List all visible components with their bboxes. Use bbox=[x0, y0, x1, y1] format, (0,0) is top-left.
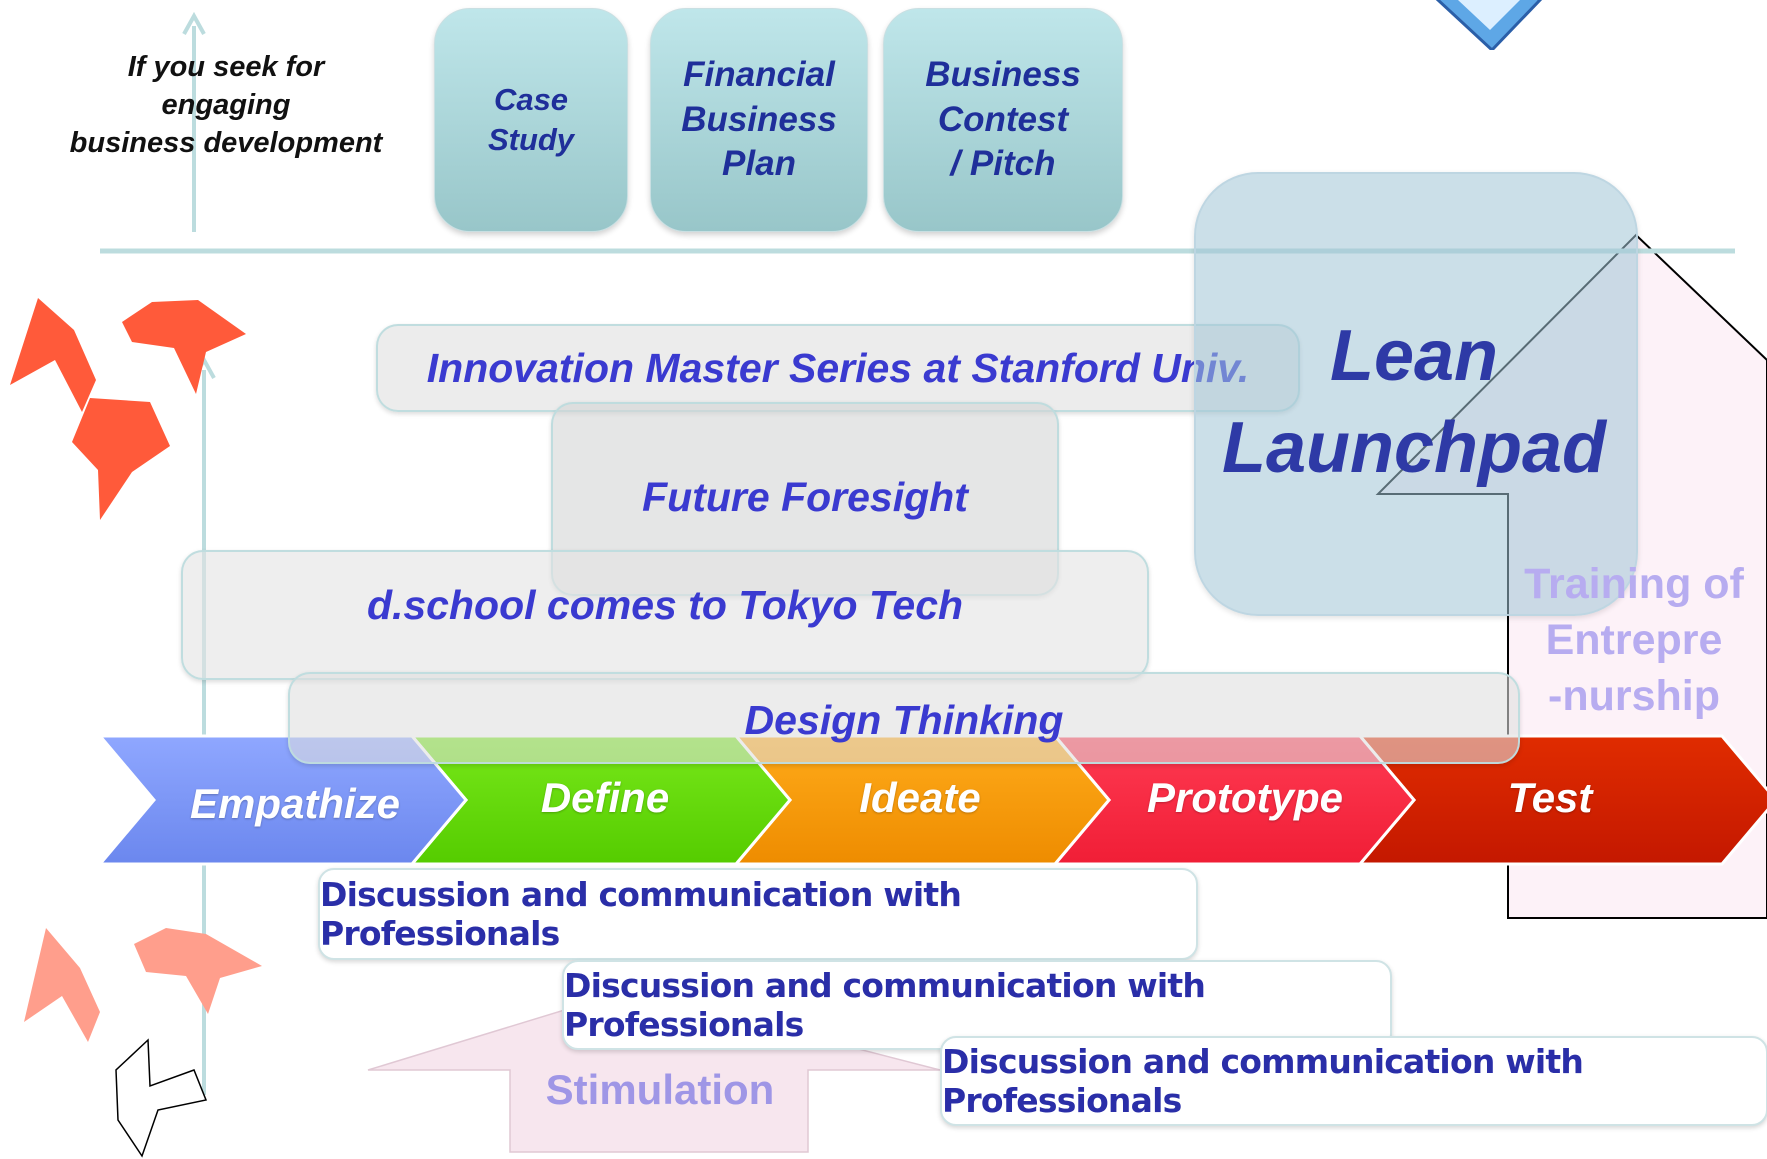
training-line3: -nurship bbox=[1548, 672, 1720, 720]
stage-prototype-label: Prototype bbox=[1146, 774, 1343, 821]
case-study-box: Case Study bbox=[434, 8, 628, 232]
stage-test-label: Test bbox=[1507, 774, 1593, 821]
training-line1: Training of bbox=[1524, 560, 1744, 608]
stimulation-label: Stimulation bbox=[545, 1066, 775, 1113]
lean-launchpad-line1: Lean bbox=[1329, 316, 1499, 396]
discussion-label-3: Discussion and communication with Profes… bbox=[942, 1042, 1584, 1120]
header-note: If you seek for engaging business develo… bbox=[66, 48, 386, 162]
logo bbox=[1428, 0, 1548, 53]
recycle-icon-outline bbox=[115, 1038, 208, 1158]
business-contest-box: Business Contest / Pitch bbox=[883, 8, 1123, 232]
dschool-label: d.school comes to Tokyo Tech bbox=[366, 581, 964, 628]
business-contest-line2: Contest bbox=[937, 99, 1069, 139]
stage-empathize-label: Empathize bbox=[189, 780, 401, 827]
innovation-master-series-box: Innovation Master Series at Stanford Uni… bbox=[376, 324, 1300, 412]
business-contest-line1: Business bbox=[925, 54, 1081, 94]
logo-mark-icon bbox=[1435, 0, 1543, 53]
discussion-box-3: Discussion and communication with Profes… bbox=[940, 1036, 1767, 1126]
stage-define-label: Define bbox=[540, 774, 670, 821]
financial-plan-line1: Financial bbox=[683, 54, 835, 94]
stage-ideate-label: Ideate bbox=[859, 774, 981, 821]
recycle-icon-lower bbox=[24, 928, 262, 1042]
lean-launchpad-box bbox=[1194, 172, 1638, 616]
innovation-master-series-label: Innovation Master Series at Stanford Uni… bbox=[426, 344, 1250, 391]
dschool-box: d.school comes to Tokyo Tech bbox=[181, 550, 1149, 680]
case-study-line1: Case bbox=[493, 82, 569, 118]
discussion-label-2: Discussion and communication with Profes… bbox=[564, 966, 1206, 1044]
future-foresight-label: Future Foresight bbox=[642, 473, 968, 520]
lean-launchpad-label: Lean Launchpad bbox=[1194, 310, 1634, 494]
header-note-line2: business development bbox=[69, 127, 383, 159]
recycle-icon-upper bbox=[10, 298, 246, 520]
business-contest-line3: / Pitch bbox=[950, 144, 1056, 184]
design-thinking-label: Design Thinking bbox=[744, 696, 1064, 743]
lean-launchpad-line2: Launchpad bbox=[1221, 408, 1606, 488]
vertical-arrow-top-head bbox=[182, 11, 206, 35]
discussion-box-1: Discussion and communication with Profes… bbox=[318, 868, 1198, 960]
discussion-label-1: Discussion and communication with Profes… bbox=[320, 875, 962, 953]
design-thinking-box: Design Thinking bbox=[288, 672, 1520, 764]
financial-plan-line3: Plan bbox=[722, 144, 796, 184]
financial-plan-line2: Business bbox=[681, 99, 837, 139]
case-study-line2: Study bbox=[487, 122, 575, 157]
training-label: Training of Entrepre -nurship bbox=[1500, 556, 1767, 724]
training-line2: Entrepre bbox=[1545, 616, 1723, 664]
header-note-line1: If you seek for engaging bbox=[127, 51, 325, 121]
financial-plan-box: Financial Business Plan bbox=[650, 8, 868, 232]
